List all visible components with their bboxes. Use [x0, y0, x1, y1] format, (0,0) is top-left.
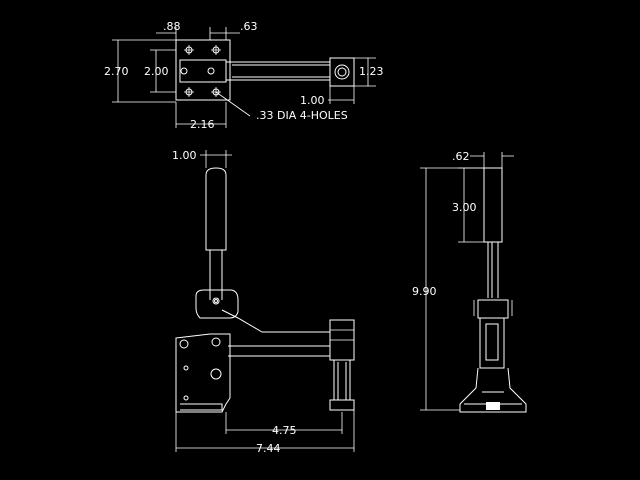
- front-view-arm: [221, 309, 330, 357]
- front-view-handle-shaft: [209, 250, 223, 300]
- side-view-shaft: [487, 242, 499, 298]
- front-view-spindle: [333, 360, 351, 400]
- top-view-spindle-nut: [334, 64, 350, 80]
- dim-063-label: .63: [240, 20, 258, 33]
- top-view-base-plate: [175, 39, 231, 101]
- hole-note-label: .33 DIA 4-HOLES: [256, 109, 348, 122]
- side-view-handle: [483, 167, 503, 243]
- top-view-arm: [226, 61, 330, 81]
- top-view-pivot-block: [179, 59, 227, 83]
- dim-475-label: 4.75: [272, 424, 297, 437]
- top-view-spindle-block: [329, 57, 355, 87]
- dim-300-label: 3.00: [452, 201, 477, 214]
- side-view-linkage: [477, 299, 509, 319]
- front-view-spindle-pad: [329, 399, 355, 411]
- dim-216-label: 2.16: [190, 118, 215, 131]
- front-view: 1.00 4.75 7.44: [172, 149, 355, 455]
- dim-088-label: .88: [163, 20, 181, 33]
- dim-990-label: 9.90: [412, 285, 437, 298]
- front-view-handle-grip: [205, 167, 227, 251]
- dim-270-label: 2.70: [104, 65, 129, 78]
- dim-062-label: .62: [452, 150, 470, 163]
- top-view: .88 .63 2.70 2.00 1.23 1.00 2.16 .33 DIA…: [104, 20, 384, 131]
- dim-123-label: 1.23: [359, 65, 384, 78]
- side-view-body: [479, 317, 505, 369]
- side-view-base: [459, 367, 527, 413]
- dim-744-label: 7.44: [256, 442, 281, 455]
- dim-100-label: 1.00: [300, 94, 325, 107]
- top-view-mounting-holes: [184, 45, 221, 97]
- dim-200-label: 2.00: [144, 65, 169, 78]
- front-view-body: [175, 333, 231, 413]
- front-dim-100-label: 1.00: [172, 149, 197, 162]
- side-view: .62 3.00 9.90: [412, 150, 527, 413]
- front-view-link-bracket: [195, 289, 239, 319]
